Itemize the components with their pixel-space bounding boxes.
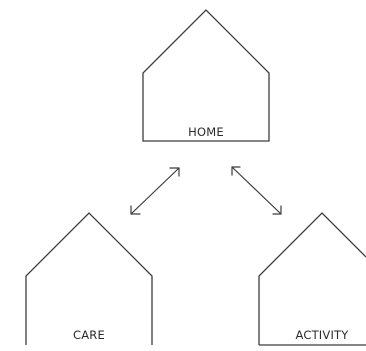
house-activity-outline xyxy=(258,212,366,345)
arrow-home-activity-shaft xyxy=(231,166,282,215)
arrow-home-care-head-bottom xyxy=(130,205,141,215)
arrow-home-care-head-top xyxy=(169,167,180,177)
house-care-outline xyxy=(25,212,153,345)
house-home-outline xyxy=(142,9,270,142)
house-home-label: HOME xyxy=(188,125,224,139)
arrow-home-care xyxy=(130,167,180,215)
arrow-home-activity-head-bottom xyxy=(272,205,282,215)
house-care: CARE xyxy=(25,212,153,345)
house-activity-label: ACTIVITY xyxy=(295,328,349,342)
arrow-home-activity-head-top xyxy=(231,166,241,176)
arrow-home-care-shaft xyxy=(130,167,180,215)
arrow-home-activity xyxy=(231,166,282,215)
house-activity: ACTIVITY xyxy=(258,212,366,346)
house-care-label: CARE xyxy=(73,328,105,342)
house-home: HOME xyxy=(142,9,270,142)
